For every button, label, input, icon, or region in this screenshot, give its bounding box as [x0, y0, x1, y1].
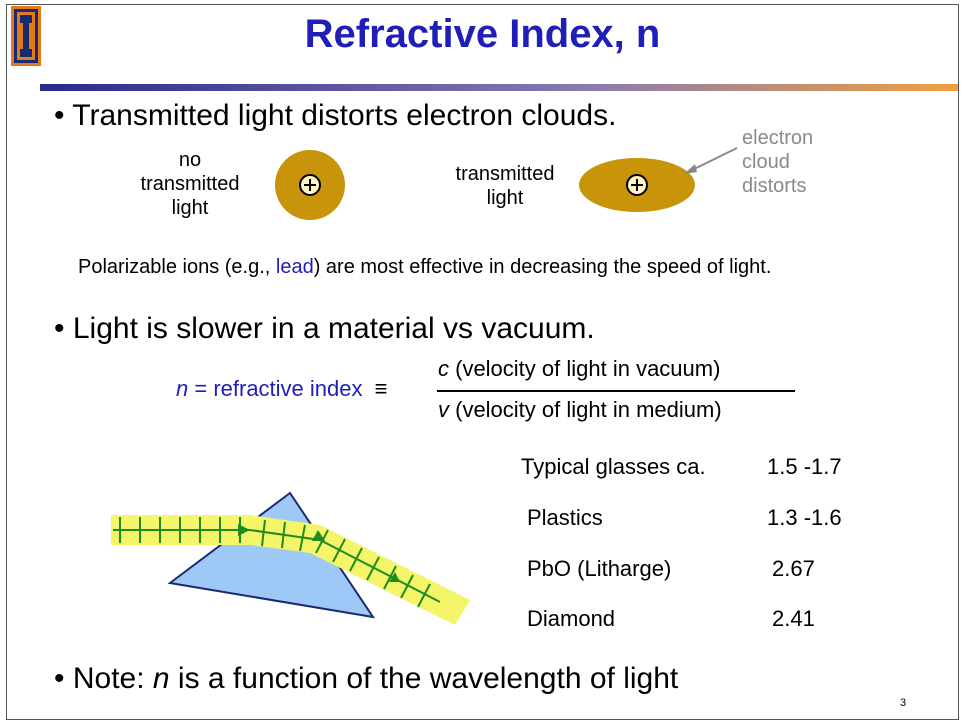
table-row: Diamond — [527, 606, 615, 632]
table-value: 1.3 -1.6 — [767, 505, 842, 530]
numerator-text: (velocity of light in vacuum) — [449, 356, 721, 381]
bullet-3: • Note: n is a function of the wavelengt… — [54, 662, 678, 696]
title-underline — [40, 84, 958, 91]
note-prefix: Polarizable ions (e.g., — [78, 256, 276, 278]
table-value: 2.41 — [772, 606, 815, 631]
annotation-arrow — [687, 147, 738, 173]
page-number: 3 — [900, 697, 907, 709]
label-line-1: no — [178, 149, 202, 171]
label-line-3: light — [171, 197, 209, 219]
denominator-text: (velocity of light in medium) — [449, 397, 722, 422]
fraction-denominator: v (velocity of light in medium) — [438, 397, 722, 423]
bullet-3-text: is a function of the wavelength of light — [169, 662, 679, 695]
material-name: Diamond — [527, 606, 616, 631]
material-name: Plastics — [527, 505, 603, 530]
note-prefix: Note: — [72, 662, 153, 695]
n-variable: n — [176, 376, 189, 401]
bullet-dot: • — [54, 312, 73, 345]
bullet-dot: • — [54, 99, 73, 132]
c-variable: c — [438, 356, 449, 381]
note-lead: lead — [275, 256, 314, 278]
refractive-index-label: = refractive index — [188, 376, 363, 401]
table-row: Typical glasses ca. — [521, 454, 706, 480]
n-variable: n — [152, 662, 170, 695]
bullet-1-text: Transmitted light distorts electron clou… — [72, 99, 617, 132]
bullet-dot: • — [54, 662, 73, 695]
material-name: PbO (Litharge) — [527, 556, 672, 581]
polarizable-ions-note: Polarizable ions (e.g., lead) are most e… — [78, 256, 771, 279]
formula-lhs: n = refractive index ≡ — [176, 376, 387, 402]
table-row: PbO (Litharge) — [527, 556, 671, 582]
label-line-2: cloud — [742, 151, 790, 173]
equiv-symbol: ≡ — [374, 376, 388, 401]
label-no-transmitted-light: no transmitted light — [130, 148, 250, 220]
bullet-2: • Light is slower in a material vs vacuu… — [54, 312, 595, 346]
label-line-2: transmitted — [140, 173, 240, 195]
label-line-3: distorts — [742, 175, 807, 197]
university-logo — [11, 6, 41, 66]
label-electron-cloud-distorts: electron cloud distorts — [742, 126, 862, 198]
slide-frame — [6, 4, 959, 720]
material-name: Typical glasses ca. — [521, 454, 706, 479]
table-row: Plastics — [527, 505, 603, 531]
note-suffix: ) are most effective in decreasing the s… — [313, 256, 772, 278]
label-transmitted-light: transmitted light — [445, 162, 565, 210]
fraction-numerator: c (velocity of light in vacuum) — [438, 356, 720, 382]
table-value: 2.67 — [772, 556, 815, 581]
v-variable: v — [438, 397, 449, 422]
slide-title: Refractive Index, n — [304, 12, 661, 56]
bullet-1: • Transmitted light distorts electron cl… — [54, 99, 616, 133]
wave-trace — [113, 517, 441, 608]
label-line-1: electron — [742, 127, 814, 149]
label-line-1: transmitted — [455, 163, 555, 185]
table-value: 1.5 -1.7 — [767, 454, 842, 479]
label-line-2: light — [486, 187, 524, 209]
fraction-line — [437, 390, 795, 392]
bullet-2-text: Light is slower in a material vs vacuum. — [72, 312, 595, 345]
